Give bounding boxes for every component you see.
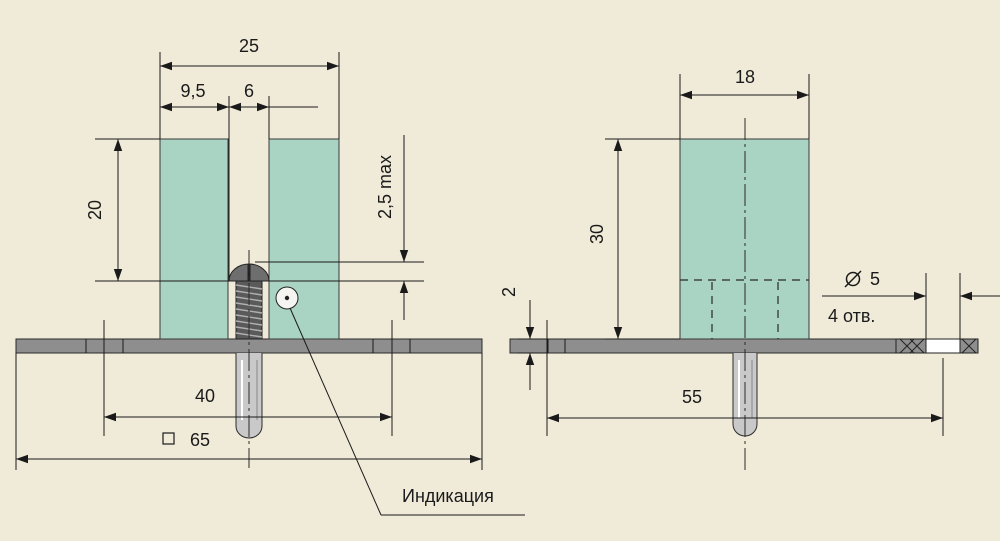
dim-total-width: 25 bbox=[239, 36, 259, 56]
dim-side-height: 30 bbox=[587, 224, 607, 244]
dim-square: 65 bbox=[190, 430, 210, 450]
front-view: 25 9,5 6 20 2,5 max 40 65 Индик bbox=[15, 36, 525, 516]
dim-depth-max: 2,5 max bbox=[375, 155, 395, 219]
dim-mount-spacing-side: 55 bbox=[682, 387, 702, 407]
dim-side-width: 18 bbox=[735, 67, 755, 87]
side-view: 18 30 2 55 5 4 отв. bbox=[499, 67, 1000, 470]
plate-hole-section bbox=[895, 338, 979, 354]
dim-gap: 6 bbox=[244, 81, 254, 101]
sensor-right-leg bbox=[268, 138, 340, 340]
dim-hole-diameter: 5 bbox=[870, 269, 880, 289]
square-symbol-icon bbox=[162, 432, 175, 445]
diameter-symbol-icon bbox=[844, 270, 862, 288]
dim-height: 20 bbox=[85, 200, 105, 220]
dim-plate-thickness: 2 bbox=[499, 287, 519, 297]
indicator-label: Индикация bbox=[402, 486, 494, 506]
dim-left-leg: 9,5 bbox=[180, 81, 205, 101]
sensor-left-leg bbox=[159, 138, 229, 340]
dim-mount-spacing-front: 40 bbox=[195, 386, 215, 406]
dim-hole-count: 4 отв. bbox=[828, 306, 875, 326]
